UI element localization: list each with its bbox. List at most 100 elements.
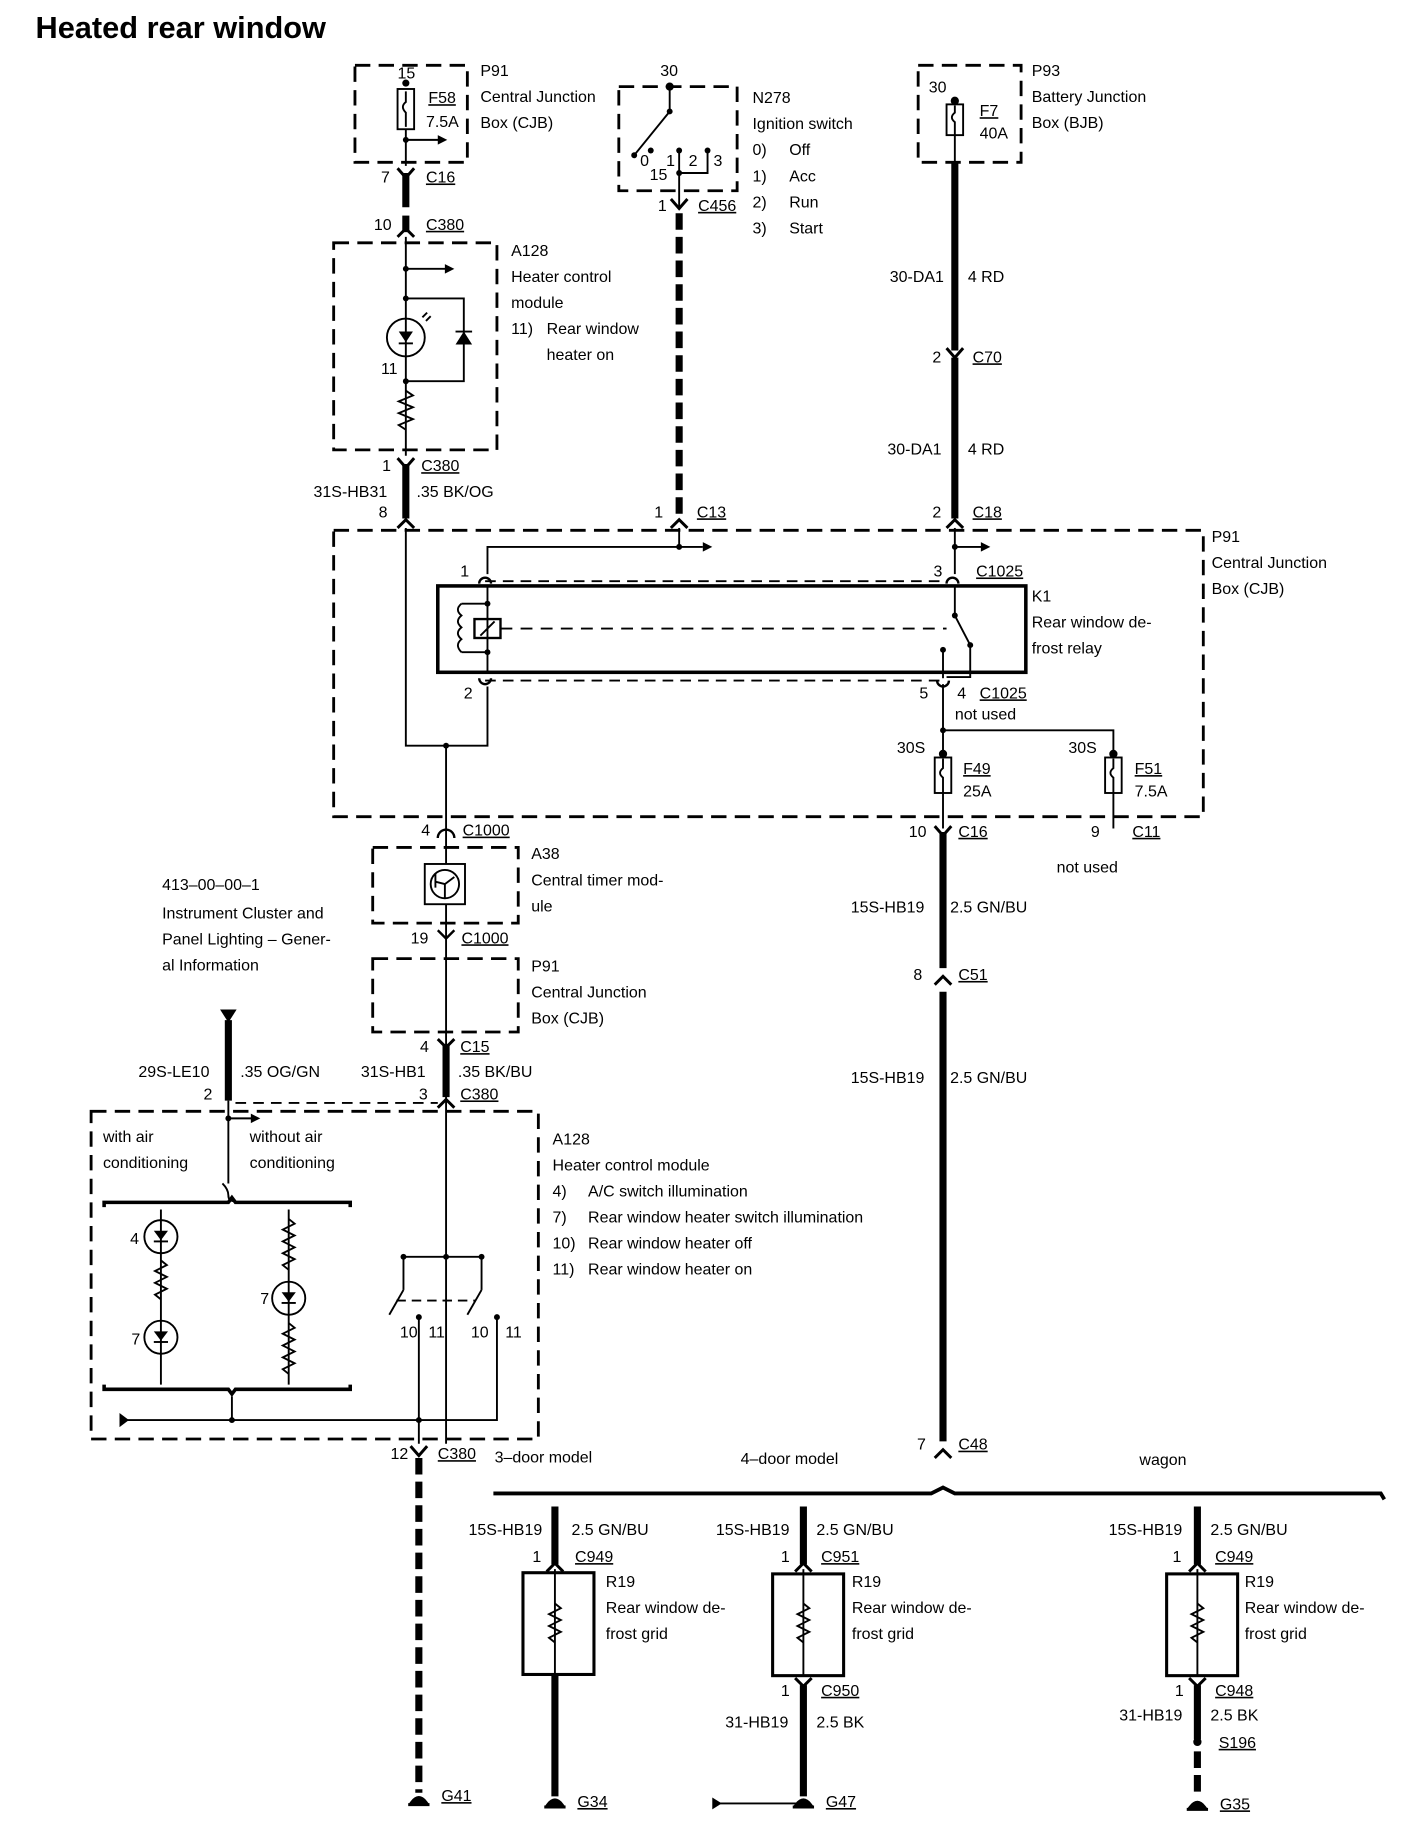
connector-pin: 2 [932, 349, 941, 366]
ignition-legend: 0)Off 1)Acc 2)Run 3)Start [753, 142, 824, 237]
wire-spec: 2.5 GN/BU [1210, 1522, 1287, 1539]
component-name: Central Junction [480, 89, 595, 106]
switch-position: 2 [689, 153, 698, 170]
connector-c948: C948 [1215, 1683, 1253, 1700]
wire-circuit: 31S-HB1 [361, 1064, 426, 1081]
connector-pin: 1 [654, 504, 663, 521]
fuses-f49-f51: 30S F49 25A 30S F51 7.5A [897, 684, 1168, 829]
relay-pin: 5 [919, 685, 928, 702]
led-7-icon [271, 1280, 307, 1316]
component-name: Central timer mod- [531, 872, 663, 889]
legend-text: Off [789, 142, 811, 159]
connector-pin: 2 [932, 504, 941, 521]
wire-spec: .35 BK/BU [458, 1064, 533, 1081]
reference-title: Panel Lighting – Gener- [162, 931, 331, 948]
connector-pin: 8 [379, 504, 388, 521]
reference-arrow-icon [220, 1009, 237, 1023]
connector-pin: 1 [1173, 1549, 1182, 1566]
connector-c380: C380 [421, 458, 459, 475]
component-id: N278 [753, 90, 791, 107]
switch-position: 10 [400, 1324, 418, 1341]
connector-c16: C16 [426, 169, 455, 186]
continuation-arrow-icon [437, 135, 448, 145]
ground-icon [544, 1798, 566, 1809]
connector-pin: 8 [913, 967, 922, 984]
switch-position: 1 [666, 153, 675, 170]
component-name: Box (CJB) [480, 115, 553, 132]
led-number: 7 [260, 1291, 269, 1308]
led-number: 11 [381, 361, 398, 378]
wire-spec: .35 BK/OG [416, 484, 493, 501]
n278-ignition-switch: 30 0 1 2 3 15 N278 Ignition switch 0)Off… [617, 63, 853, 237]
relay-pin: 3 [934, 563, 943, 580]
wire-spec: .35 OG/GN [240, 1064, 320, 1081]
not-used-note: not used [955, 707, 1016, 724]
led-number: 7 [131, 1331, 140, 1348]
connector-pin: 1 [382, 458, 391, 475]
component-name: Heater control module [553, 1157, 710, 1174]
ground-icon [1186, 1800, 1209, 1811]
connector-pin: 1 [781, 1549, 790, 1566]
relay-pin: 1 [460, 563, 469, 580]
variant-brace [493, 1485, 1386, 1501]
connector-pin: 7 [381, 169, 390, 186]
switch-contact-icon [633, 110, 671, 156]
pin-label: 30 [660, 63, 678, 80]
connector-pin: 4 [420, 1039, 429, 1056]
switch-position: 0 [640, 153, 649, 170]
component-name: Rear window de- [852, 1600, 972, 1617]
fuse-rating: 7.5A [1135, 784, 1168, 801]
ground-g34: G34 [544, 1794, 608, 1811]
legend-text: Rear window heater on [588, 1262, 752, 1279]
component-name: Central Junction [531, 985, 646, 1002]
component-name: Box (BJB) [1032, 115, 1104, 132]
relay-pin: 4 [957, 685, 966, 702]
connector-c380: C380 [426, 217, 464, 234]
component-name: Rear window de- [1032, 614, 1152, 631]
connector-c1000: C1000 [461, 930, 508, 947]
connector-c950: C950 [821, 1683, 859, 1700]
wire-spec: 2.5 BK [816, 1715, 864, 1732]
component-name: ule [531, 898, 552, 915]
legend-text: 0) [753, 142, 767, 159]
reference-code: 413–00–00–1 [162, 877, 260, 894]
ground-label: G41 [441, 1788, 471, 1805]
a128-top-module: 11 A128 Heater control module 11) Rear w… [332, 236, 639, 456]
connector-pin: 7 [917, 1437, 926, 1454]
connector-pin: 1 [532, 1549, 541, 1566]
reference-title: al Information [162, 957, 259, 974]
pin-label: 30S [897, 740, 925, 757]
wire-spec: 4 RD [968, 269, 1004, 286]
variant-label: conditioning [250, 1155, 335, 1172]
fuse-rating: 7.5A [426, 114, 459, 131]
variant-4-door: 4–door model [741, 1451, 839, 1468]
fuse-rating: 25A [963, 784, 992, 801]
component-id: P93 [1032, 63, 1061, 80]
component-name: frost relay [1032, 640, 1102, 657]
connector-c951: C951 [821, 1549, 859, 1566]
relay-switch-contact-icon [953, 615, 972, 646]
p91-lower-junction-box: P91 Central Junction Box (CJB) [371, 957, 647, 1034]
heating-element-icon [546, 1602, 563, 1644]
connector-c949: C949 [575, 1549, 613, 1566]
wire-circuit: 15S-HB19 [851, 1070, 925, 1087]
fuse-label: F7 [980, 103, 999, 120]
led-number: 4 [130, 1231, 139, 1248]
connector-c1025: C1025 [980, 685, 1027, 702]
component-id: A38 [531, 846, 560, 863]
pin-label: 15 [398, 65, 416, 82]
a128-bottom-module: with air conditioning without air condit… [89, 1100, 863, 1444]
switch-position: 11 [428, 1324, 445, 1341]
component-name: Rear window de- [606, 1600, 726, 1617]
pin-label: 15 [650, 167, 668, 184]
connector-c70: C70 [973, 349, 1002, 366]
p93-battery-junction-box: 30 F7 40A P93 Battery Junction Box (BJB) [916, 63, 1146, 166]
variant-label: without air [249, 1129, 323, 1146]
pin-label: 30 [929, 80, 947, 97]
legend-text: Rear window heater switch illumination [588, 1209, 863, 1226]
variant-label: with air [102, 1129, 154, 1146]
ground-label: G34 [577, 1794, 607, 1811]
switch-position: 11 [505, 1324, 522, 1341]
